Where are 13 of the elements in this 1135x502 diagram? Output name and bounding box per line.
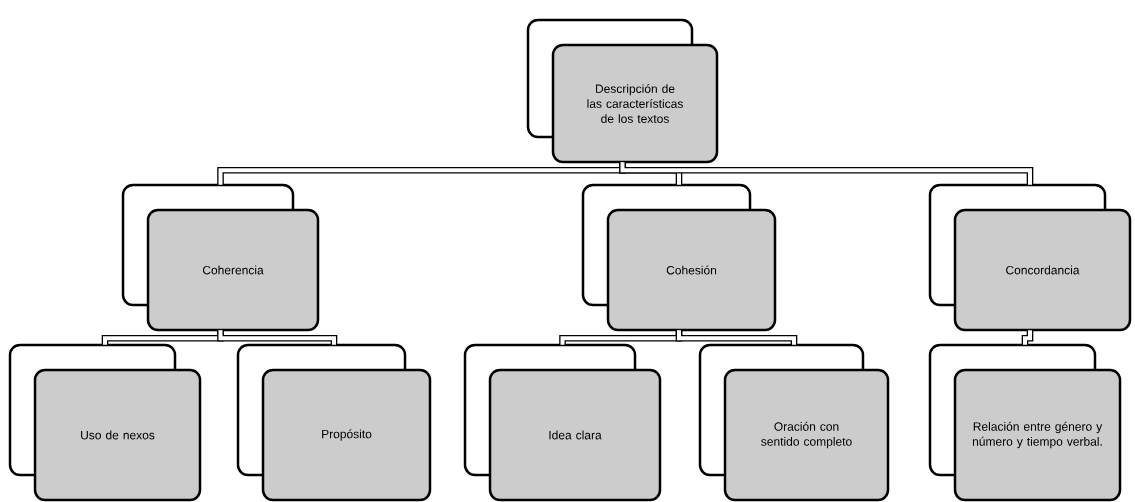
two-layer-box: Propósito bbox=[236, 343, 432, 502]
two-layer-box: Relación entre género y número y tiempo verbal. bbox=[928, 343, 1122, 502]
two-layer-box: Idea clara bbox=[463, 343, 662, 502]
connector-line bbox=[217, 330, 338, 345]
two-layer-box: Coherencia bbox=[121, 183, 320, 332]
connector-line bbox=[1021, 330, 1034, 345]
two-layer-box: Cohesión bbox=[581, 183, 777, 332]
connector-line bbox=[675, 330, 798, 345]
two-layer-box: Concordancia bbox=[928, 183, 1132, 332]
two-layer-box: Uso de nexos bbox=[8, 343, 202, 502]
connector-line bbox=[619, 162, 1034, 185]
two-layer-box: Descripción de las características de los textos bbox=[526, 18, 719, 164]
two-layer-box: Oración con sentido completo bbox=[698, 343, 890, 502]
